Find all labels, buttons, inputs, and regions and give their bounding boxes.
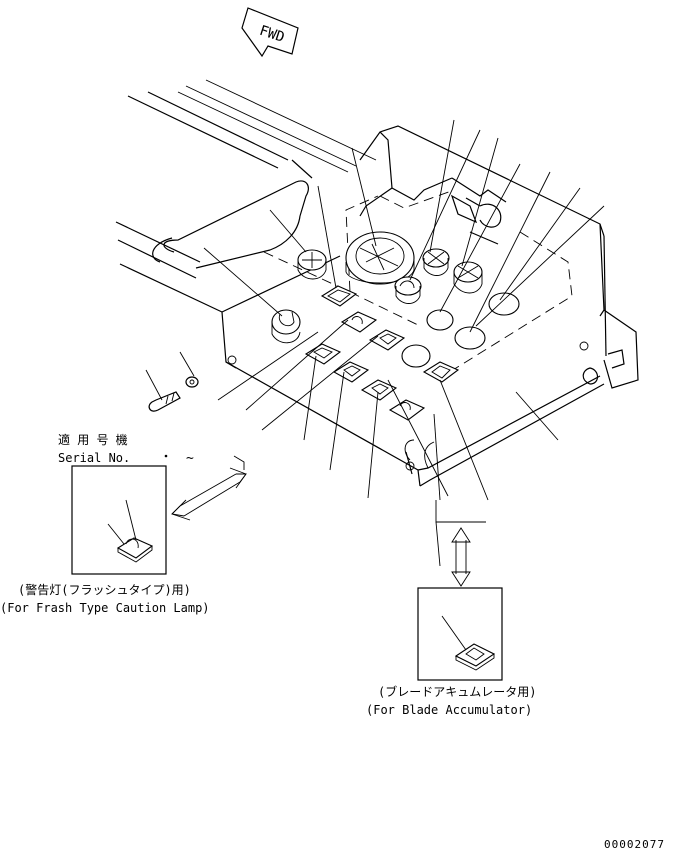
arrow-right-detail bbox=[451, 527, 471, 587]
detail-blade-accumulator: (ブレードアキュムレータ用) (For Blade Accumulator) bbox=[366, 587, 536, 717]
drawing-number: 00002077 bbox=[604, 838, 665, 851]
serial-en-label: Serial No. bbox=[58, 451, 130, 465]
fwd-arrow: FWD bbox=[241, 7, 299, 58]
caption-right-en: (For Blade Accumulator) bbox=[366, 703, 532, 717]
detail-blade-accumulator-box bbox=[417, 587, 503, 681]
arrow-left-detail bbox=[171, 467, 247, 521]
caption-right-jp: (ブレードアキュムレータ用) bbox=[378, 684, 536, 699]
leader-lines bbox=[145, 119, 605, 501]
serial-dot bbox=[164, 454, 168, 458]
bracket-right-detail bbox=[435, 500, 486, 567]
caption-left-jp: (警告灯(フラッシュタイプ)用) bbox=[18, 582, 191, 597]
panel-body bbox=[115, 125, 639, 487]
caption-left-en: (For Frash Type Caution Lamp) bbox=[0, 601, 210, 615]
detail-flash-lamp-box bbox=[71, 465, 167, 575]
upper-frame bbox=[127, 79, 377, 179]
serial-range: ~ bbox=[186, 451, 194, 466]
panel-components bbox=[148, 231, 520, 421]
detail-flash-lamp: (警告灯(フラッシュタイプ)用) (For Frash Type Caution… bbox=[0, 465, 210, 615]
serial-jp-label: 適 用 号 機 bbox=[58, 432, 128, 447]
fwd-label: FWD bbox=[257, 23, 286, 46]
serial-block: 適 用 号 機 Serial No. ~ bbox=[58, 432, 245, 470]
